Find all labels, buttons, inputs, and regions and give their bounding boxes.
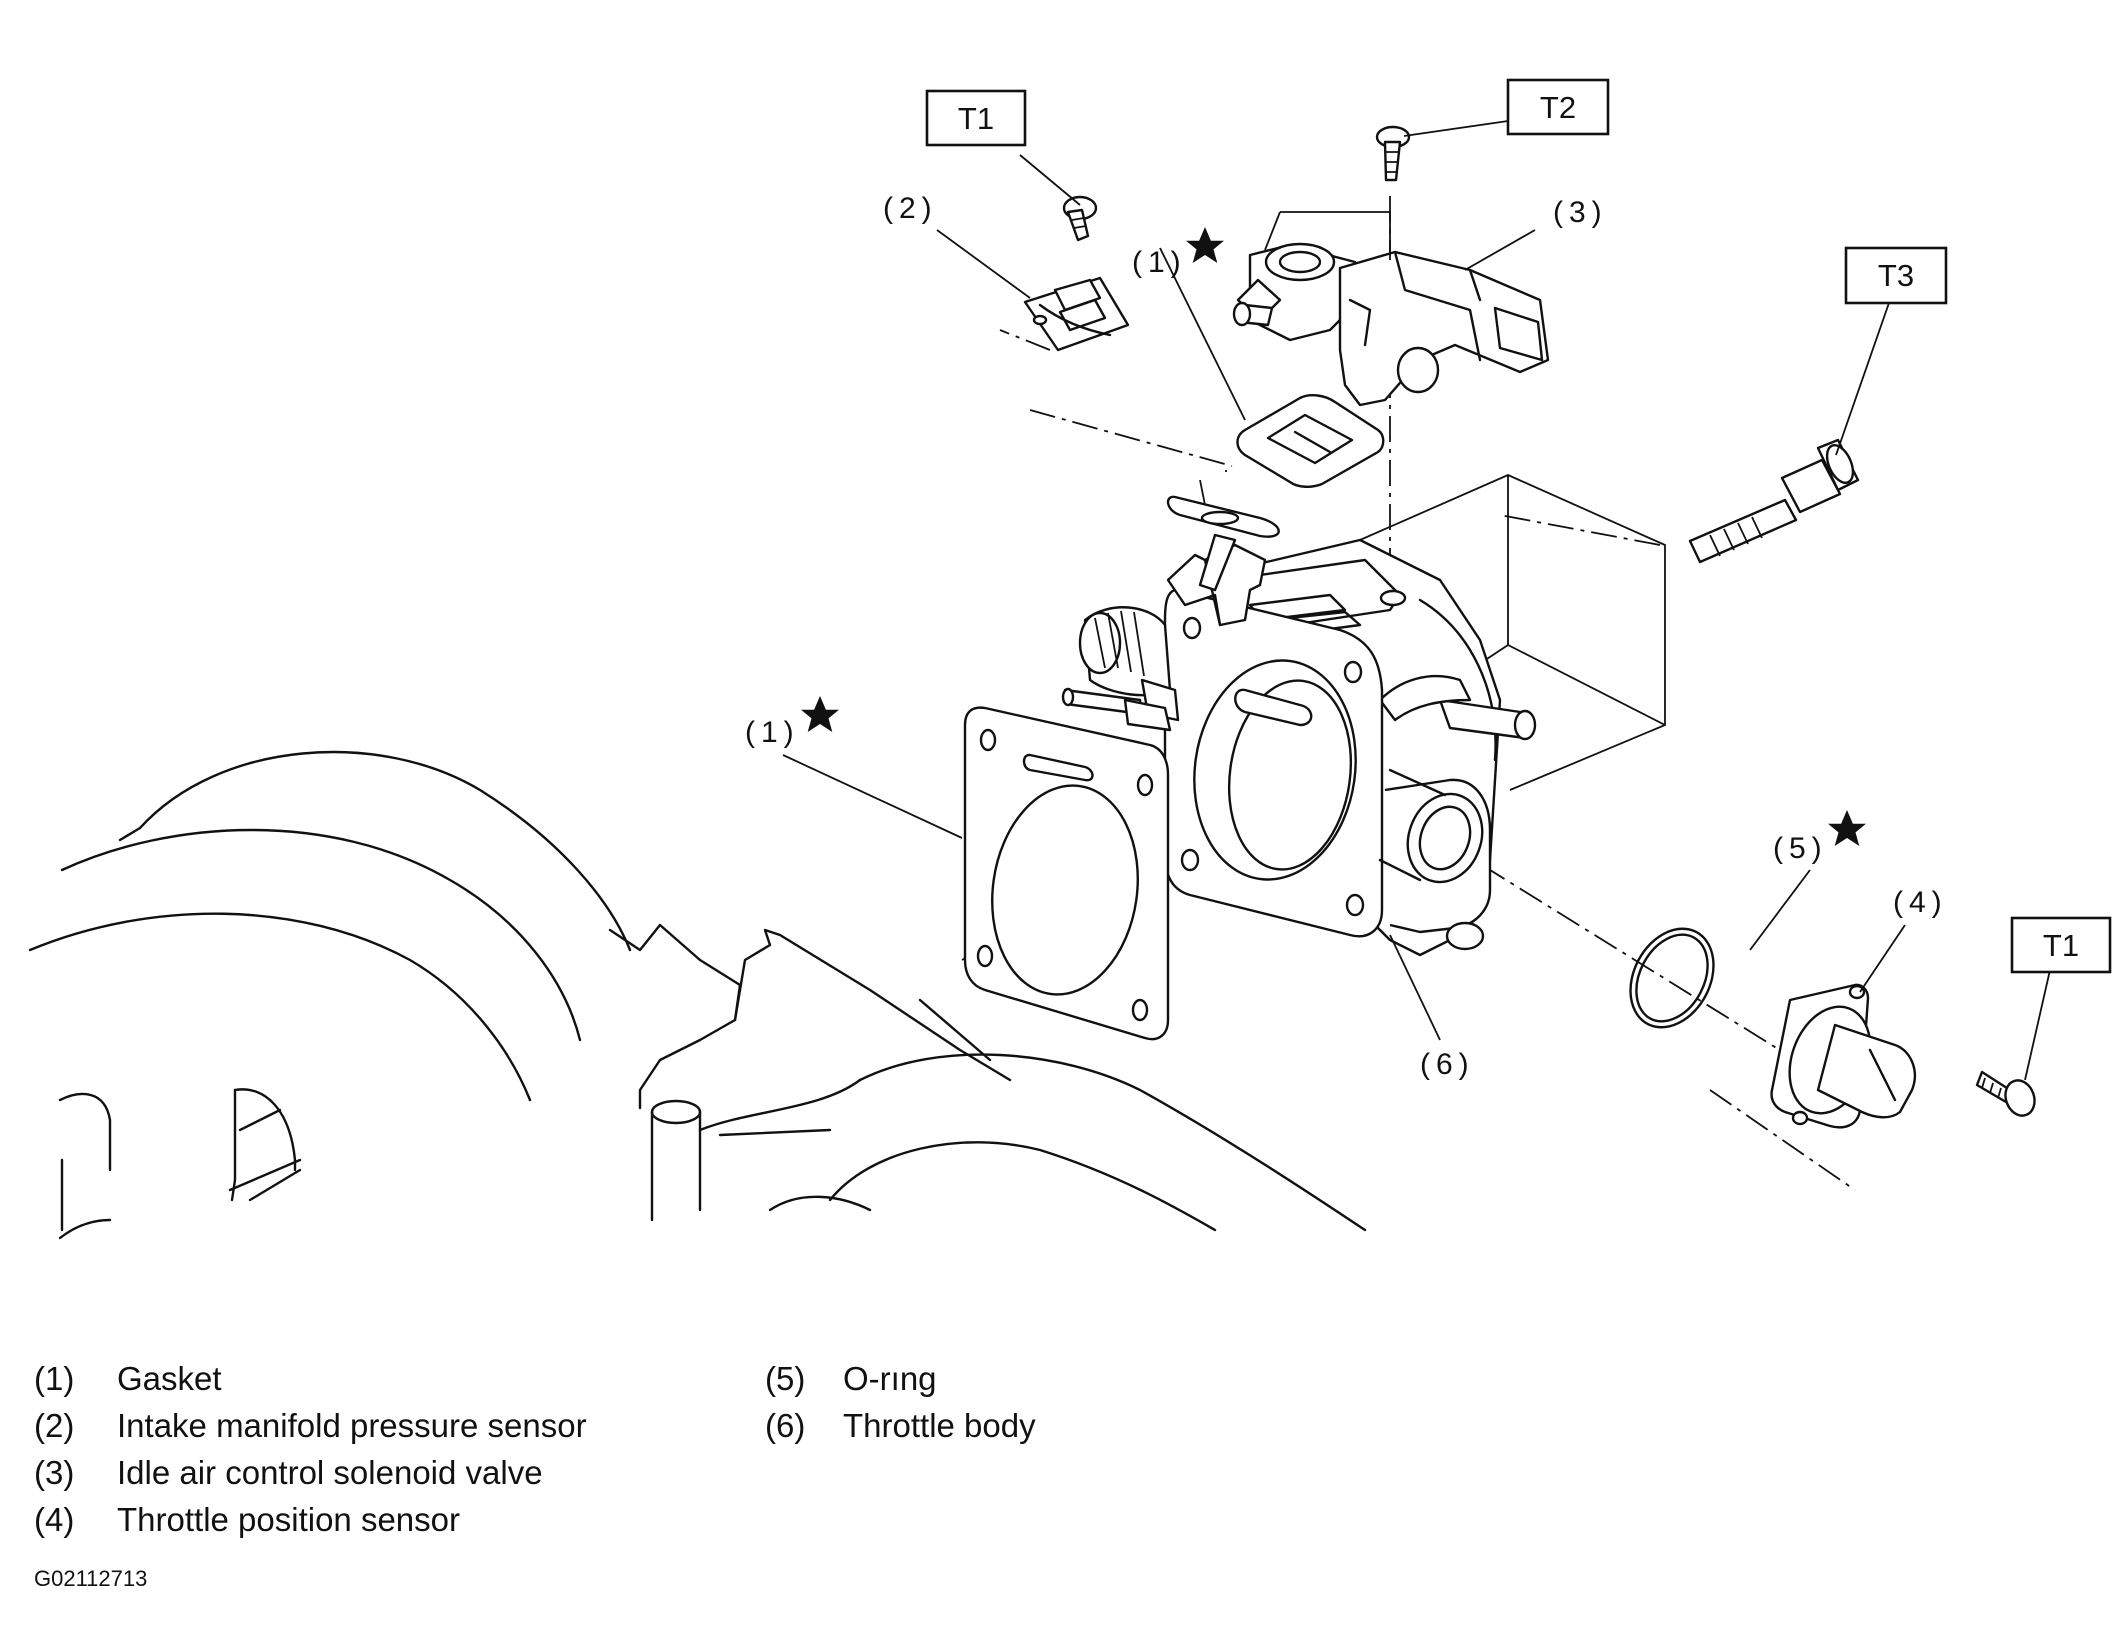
callout-4: (4) — [1893, 886, 1948, 919]
leader-lines — [782, 119, 2051, 1081]
legend-label: O-rıng — [843, 1360, 937, 1397]
figure-id: G02112713 — [34, 1566, 147, 1591]
callout-5: (5) — [1773, 832, 1828, 865]
legend-number: (4) — [34, 1501, 74, 1538]
replace-star-icon — [801, 696, 839, 732]
map-sensor — [1023, 276, 1280, 592]
legend-label: Throttle position sensor — [117, 1501, 460, 1538]
gasket-throttle-flange — [963, 706, 1170, 1041]
intake-manifold-outline — [28, 750, 1367, 1240]
torque-box-t1-right: T1 — [2010, 916, 2112, 974]
callout-3: (3) — [1553, 196, 1608, 229]
legend-number: (6) — [765, 1407, 805, 1444]
torque-box-t1-top: T1 — [925, 89, 1027, 147]
t1-screw-top — [1062, 195, 1098, 242]
legend-label: Gasket — [117, 1360, 222, 1397]
callout-6: (6) — [1420, 1048, 1475, 1081]
legend-number: (2) — [34, 1407, 74, 1444]
callout-1-left: (1) — [745, 716, 800, 749]
legend-number: (5) — [765, 1360, 805, 1397]
torque-label: T1 — [958, 101, 994, 136]
throttle-position-sensor — [1770, 983, 1917, 1129]
callout-2: (2) — [883, 192, 938, 225]
o-ring — [1629, 927, 1715, 1029]
legend-number: (3) — [34, 1454, 74, 1491]
callout-1-top: (1) — [1132, 246, 1187, 279]
iac-valve — [1232, 242, 1550, 488]
torque-label: T1 — [2043, 928, 2079, 963]
replace-star-icon — [1828, 810, 1866, 846]
torque-label: T2 — [1540, 90, 1576, 125]
replace-star-icon — [1186, 227, 1224, 263]
torque-box-t3: T3 — [1844, 246, 1948, 305]
legend: (1) Gasket (2) Intake manifold pressure … — [34, 1360, 1036, 1538]
legend-label: Intake manifold pressure sensor — [117, 1407, 587, 1444]
t1-screw-right — [1975, 1070, 2036, 1117]
torque-box-t2: T2 — [1506, 78, 1610, 136]
legend-label: Idle air control solenoid valve — [117, 1454, 543, 1491]
t3-bolt — [1688, 438, 1860, 564]
legend-number: (1) — [34, 1360, 74, 1397]
torque-label: T3 — [1878, 258, 1914, 293]
legend-label: Throttle body — [843, 1407, 1036, 1444]
t2-screw — [1375, 125, 1411, 182]
